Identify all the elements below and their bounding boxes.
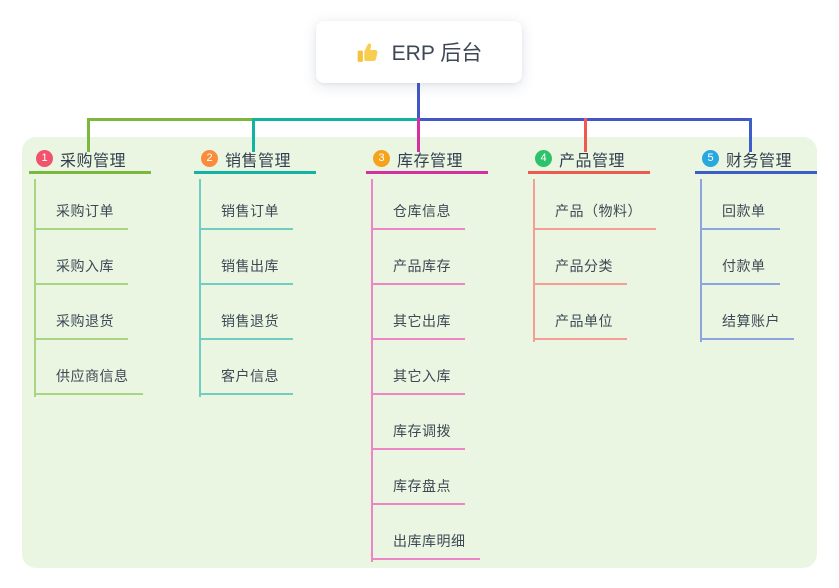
branch-children: 销售订单销售出库销售退货客户信息 [199, 175, 293, 395]
branch-connector-line [700, 179, 702, 342]
child-label: 其它出库 [371, 311, 465, 340]
branch-title: 库存管理 [397, 152, 464, 170]
branch-connector-line [533, 179, 535, 342]
child-label: 采购入库 [34, 256, 128, 285]
mindmap-child-node[interactable]: 销售订单 [199, 175, 293, 230]
branch-number-badge: 5 [702, 150, 719, 167]
child-label: 客户信息 [199, 366, 293, 395]
branch-header[interactable]: 3 库存管理 [366, 146, 488, 174]
child-label: 产品（物料） [533, 201, 656, 230]
mindmap-child-node[interactable]: 客户信息 [199, 340, 293, 395]
branch-header[interactable]: 2 销售管理 [194, 146, 316, 174]
mindmap-child-node[interactable]: 其它出库 [371, 285, 480, 340]
mindmap-child-node[interactable]: 结算账户 [700, 285, 794, 340]
branch-number-badge: 1 [36, 150, 53, 167]
mindmap-child-node[interactable]: 产品（物料） [533, 175, 656, 230]
child-label: 其它入库 [371, 366, 465, 395]
child-label: 结算账户 [700, 311, 794, 340]
root-node[interactable]: ERP 后台 [316, 21, 522, 83]
branch-number-badge: 2 [201, 150, 218, 167]
mindmap-child-node[interactable]: 库存调拨 [371, 395, 480, 450]
mindmap-child-node[interactable]: 库存盘点 [371, 450, 480, 505]
thumbs-up-icon [357, 43, 378, 62]
mindmap-child-node[interactable]: 回款单 [700, 175, 794, 230]
mindmap-child-node[interactable]: 供应商信息 [34, 340, 143, 395]
branch-children: 回款单付款单结算账户 [700, 175, 794, 340]
child-label: 销售出库 [199, 256, 293, 285]
connector-segment-branch2 [252, 118, 418, 121]
child-label: 产品单位 [533, 311, 627, 340]
connector-drop-branch2 [252, 118, 255, 152]
branch-connector-line [371, 179, 373, 562]
connector-drop-branch3 [417, 118, 420, 152]
connector-drop-branch5 [749, 118, 752, 152]
child-label: 采购退货 [34, 311, 128, 340]
mindmap-child-node[interactable]: 产品分类 [533, 230, 656, 285]
branch-header[interactable]: 1 采购管理 [29, 146, 151, 174]
child-label: 采购订单 [34, 201, 128, 230]
mindmap-child-node[interactable]: 其它入库 [371, 340, 480, 395]
child-label: 回款单 [700, 201, 780, 230]
branch-number-badge: 4 [535, 150, 552, 167]
branch-title: 产品管理 [559, 152, 626, 170]
mindmap-child-node[interactable]: 仓库信息 [371, 175, 480, 230]
child-label: 销售订单 [199, 201, 293, 230]
child-label: 库存调拨 [371, 421, 465, 450]
branch-connector-line [199, 179, 201, 397]
mindmap-child-node[interactable]: 出库库明细 [371, 505, 480, 560]
mindmap-child-node[interactable]: 销售出库 [199, 230, 293, 285]
mindmap-child-node[interactable]: 付款单 [700, 230, 794, 285]
branch-header[interactable]: 5 财务管理 [695, 146, 817, 174]
child-label: 付款单 [700, 256, 780, 285]
connector-drop-branch1 [87, 118, 90, 152]
child-label: 销售退货 [199, 311, 293, 340]
branch-children: 仓库信息产品库存其它出库其它入库库存调拨库存盘点出库库明细 [371, 175, 480, 560]
mindmap-child-node[interactable]: 产品单位 [533, 285, 656, 340]
root-title: ERP 后台 [391, 42, 483, 65]
child-label: 产品库存 [371, 256, 465, 285]
child-label: 产品分类 [533, 256, 627, 285]
branch-header[interactable]: 4 产品管理 [528, 146, 650, 174]
mindmap-child-node[interactable]: 销售退货 [199, 285, 293, 340]
mindmap-child-node[interactable]: 采购入库 [34, 230, 143, 285]
child-label: 供应商信息 [34, 366, 143, 395]
mindmap-child-node[interactable]: 采购退货 [34, 285, 143, 340]
child-label: 出库库明细 [371, 531, 480, 560]
root-connector-line [417, 83, 420, 118]
branch-title: 采购管理 [60, 152, 127, 170]
mindmap-child-node[interactable]: 采购订单 [34, 175, 143, 230]
branch-connector-line [34, 179, 36, 397]
branch-title: 销售管理 [225, 152, 292, 170]
child-label: 仓库信息 [371, 201, 465, 230]
branch-title: 财务管理 [726, 152, 793, 170]
mindmap-child-node[interactable]: 产品库存 [371, 230, 480, 285]
connector-segment-branch1 [87, 118, 253, 121]
child-label: 库存盘点 [371, 476, 465, 505]
branch-children: 采购订单采购入库采购退货供应商信息 [34, 175, 143, 395]
branch-number-badge: 3 [373, 150, 390, 167]
branches-background-panel [22, 137, 817, 568]
connector-drop-branch4 [584, 118, 587, 152]
branch-children: 产品（物料） 产品分类产品单位 [533, 175, 656, 340]
